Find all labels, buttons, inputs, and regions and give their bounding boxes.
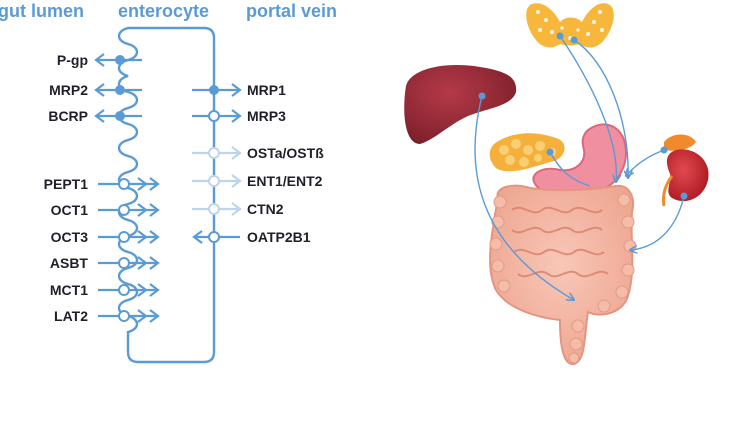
- transporter-label: LAT2: [54, 308, 88, 324]
- arrow-head-icon: [137, 230, 148, 244]
- organ-illustration: [404, 3, 709, 365]
- transporter-dot: [118, 204, 130, 216]
- transporter-lat2: LAT2: [54, 308, 160, 324]
- arrow-head-icon: [137, 256, 148, 270]
- arrow-head-icon: [192, 230, 203, 244]
- transporter-dot: [118, 310, 130, 322]
- arrow-head-icon: [149, 203, 160, 217]
- pancreas-icon: [489, 133, 565, 172]
- transporter-mrp2: MRP2: [49, 82, 142, 98]
- transporter-dot: [115, 85, 125, 95]
- header-portal-vein: portal vein: [246, 1, 337, 21]
- transporter-label: OATP2B1: [247, 229, 311, 245]
- organ-flow-arrows: [474, 35, 685, 300]
- arrow-head-icon: [149, 309, 160, 323]
- arrow-head-icon: [231, 146, 242, 160]
- arrow-head-icon: [94, 83, 105, 97]
- arrow-head-icon: [137, 203, 148, 217]
- transporter-pept1: PEPT1: [44, 176, 160, 192]
- kidney-icon: [662, 134, 709, 207]
- arrow-head-icon: [149, 256, 160, 270]
- arrow-head-icon: [137, 309, 148, 323]
- transporter-oct1: OCT1: [51, 202, 160, 218]
- transporter-oct3: OCT3: [51, 229, 160, 245]
- transporter-osta-ost: OSTa/OSTß: [192, 145, 324, 161]
- header-enterocyte: enterocyte: [118, 1, 209, 21]
- transporter-dot: [118, 178, 130, 190]
- transporter-dot: [208, 231, 220, 243]
- transporter-dot: [209, 85, 219, 95]
- transporter-mct1: MCT1: [50, 282, 160, 298]
- transporter-label: MRP2: [49, 82, 88, 98]
- arrow-head-icon: [149, 283, 160, 297]
- transporter-label: ASBT: [50, 255, 89, 271]
- liver-icon: [404, 64, 517, 144]
- transporter-asbt: ASBT: [50, 255, 160, 271]
- thyroid-icon: [526, 3, 614, 48]
- transporter-dot: [208, 147, 220, 159]
- arrow-head-icon: [231, 83, 242, 97]
- transporter-dot: [118, 284, 130, 296]
- transporter-dot: [118, 257, 130, 269]
- transporter-label: MCT1: [50, 282, 88, 298]
- transporter-label: ENT1/ENT2: [247, 173, 323, 189]
- enterocyte-membrane: [117, 26, 216, 364]
- arrow-head-icon: [231, 174, 242, 188]
- transporter-label: OCT1: [51, 202, 89, 218]
- arrow-head-icon: [137, 283, 148, 297]
- transporter-dot: [208, 110, 220, 122]
- transporter-label: CTN2: [247, 201, 284, 217]
- arrow-head-icon: [231, 109, 242, 123]
- transporter-oatp2b1: OATP2B1: [192, 229, 311, 245]
- arrow-head-icon: [149, 230, 160, 244]
- header-gut-lumen: gut lumen: [0, 1, 84, 21]
- transporter-label: PEPT1: [44, 176, 89, 192]
- transporter-dot: [208, 175, 220, 187]
- arrow-head-icon: [231, 202, 242, 216]
- intestine-icon: [489, 184, 637, 365]
- transporter-mrp3: MRP3: [192, 108, 286, 124]
- transporter-ent1-ent2: ENT1/ENT2: [192, 173, 323, 189]
- arrow-head-icon: [94, 109, 105, 123]
- arrow-head-icon: [149, 177, 160, 191]
- transporter-dot: [115, 55, 125, 65]
- transporter-label: OSTa/OSTß: [247, 145, 324, 161]
- transporter-ctn2: CTN2: [192, 201, 284, 217]
- transporter-label: OCT3: [51, 229, 89, 245]
- transporter-bcrp: BCRP: [48, 108, 142, 124]
- stomach-icon: [532, 123, 627, 198]
- transporter-label: MRP3: [247, 108, 286, 124]
- arrow-head-icon: [94, 53, 105, 67]
- transporter-label: BCRP: [48, 108, 88, 124]
- transporter-label: P-gp: [57, 52, 88, 68]
- transporter-dot: [115, 111, 125, 121]
- transporter-p-gp: P-gp: [57, 52, 142, 68]
- arrow-head-icon: [137, 177, 148, 191]
- transporter-mrp1: MRP1: [192, 82, 286, 98]
- transporter-dot: [208, 203, 220, 215]
- transporter-dot: [118, 231, 130, 243]
- transporter-label: MRP1: [247, 82, 286, 98]
